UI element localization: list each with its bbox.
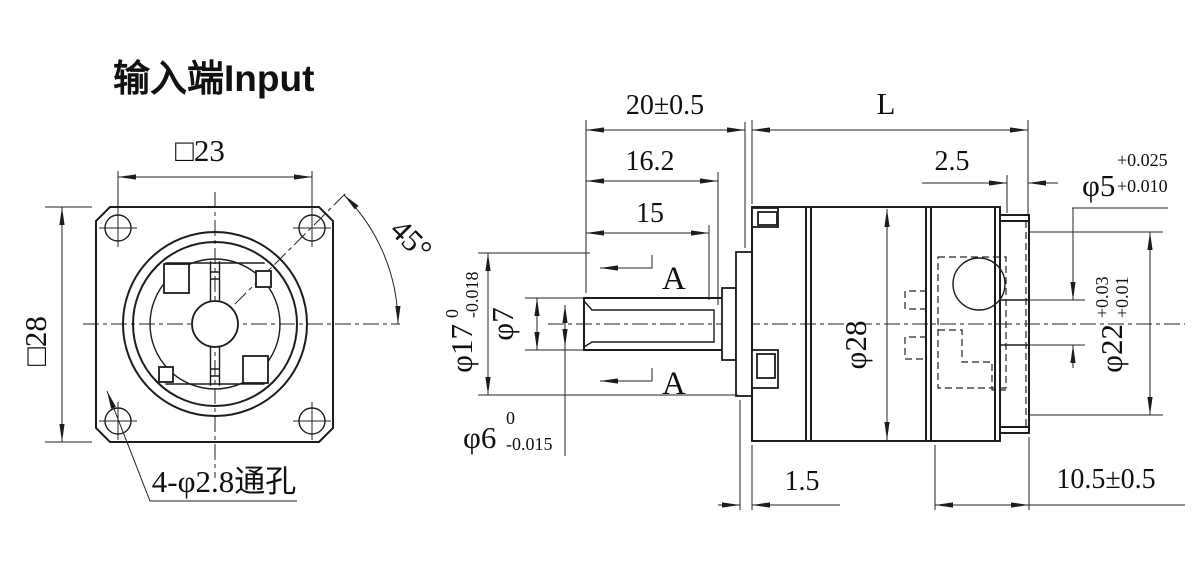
dim-text-square-side: □28	[18, 316, 53, 366]
dim-text-bolt-spacing: □23	[175, 133, 225, 168]
dim-tol-output-bore-lower: +0.010	[1117, 176, 1168, 196]
dim-bolt-spacing: □23	[117, 133, 313, 213]
coupling-key-upper	[163, 263, 190, 294]
dim-text-keyway-flat: 15	[636, 198, 664, 229]
dim-square-side: □28	[18, 206, 92, 443]
dim-tol-output-pilot-lower: +0.01	[1112, 276, 1132, 318]
dim-text-pilot-dia: φ17	[444, 324, 479, 373]
dim-text-pilot-thickness: 1.5	[785, 466, 820, 497]
dim-tol-shaft-flat-upper: 0	[506, 408, 515, 428]
input-coupling	[149, 258, 281, 390]
pilot-boss-circle	[122, 231, 308, 417]
dim-tol-shaft-flat-lower: -0.015	[506, 434, 553, 454]
dim-pilot-thickness: 1.5	[718, 400, 840, 510]
side-view: 20±0.5 L 16.2 15 2.5	[442, 86, 1185, 510]
dim-text-shaft-length: 20±0.5	[626, 90, 704, 121]
dim-text-shaft-dia: φ7	[485, 307, 520, 340]
gearbox-body	[751, 206, 1085, 442]
coupling-tab-left	[158, 366, 174, 383]
bolt-hole-bottom-right	[293, 402, 331, 440]
dim-text-body-length: L	[877, 86, 896, 121]
dim-keyway-total: 16.2	[586, 146, 719, 305]
dim-tol-pilot-lower: -0.018	[462, 272, 482, 319]
pilot-boss-edge	[735, 251, 753, 397]
shaft-bore	[191, 300, 239, 348]
coupling-tab-right	[255, 270, 272, 288]
dim-shaft-dia: φ7	[485, 297, 584, 351]
section-arrow-upper: A	[600, 255, 686, 297]
dim-tol-output-bore-upper: +0.025	[1117, 150, 1168, 170]
dim-cap-depth: 2.5	[922, 146, 1058, 213]
flange-outline	[95, 206, 334, 443]
input-shaft	[583, 251, 753, 397]
coupling-key-lower	[242, 355, 269, 384]
planet-gear-circle	[952, 257, 1006, 311]
dim-text-keyway-total: 16.2	[626, 146, 675, 177]
dim-text-output-pilot: φ22	[1094, 324, 1129, 373]
dim-body-length: L	[751, 86, 1029, 215]
dim-text-shaft-flat: φ6	[463, 420, 496, 455]
mounting-holes-note: 4-φ2.8通孔	[152, 464, 296, 499]
pilot-step-circle	[132, 241, 298, 407]
view-title: 输入端Input	[113, 58, 314, 99]
hidden-internal-profile	[904, 256, 1007, 391]
output-end-cap	[999, 214, 1030, 434]
section-label-lower: A	[662, 366, 686, 402]
dim-shaft-flat: φ6 0 -0.015	[463, 305, 568, 456]
section-arrow-lower: A	[600, 366, 686, 402]
bolt-hole-top-right	[293, 209, 331, 247]
dim-shaft-length: 20±0.5	[585, 90, 746, 293]
dim-output-bore: φ5 +0.025 +0.010	[1070, 150, 1168, 368]
dim-body-dia: φ28	[838, 209, 890, 440]
dim-rear-length: 10.5±0.5	[934, 437, 1185, 510]
dim-pilot-dia: φ17 0 -0.018	[442, 252, 738, 396]
dim-text-cap-depth: 2.5	[935, 146, 970, 177]
output-bore-lines	[999, 299, 1030, 346]
dim-tol-output-pilot-upper: +0.03	[1092, 276, 1112, 318]
dim-text-bolt-angle: 45°	[384, 212, 439, 267]
front-view: 输入端Input	[18, 58, 439, 502]
section-label-upper: A	[662, 261, 686, 297]
dim-keyway-flat: 15	[586, 198, 710, 300]
dim-bolt-angle: 45°	[343, 194, 439, 325]
output-bore-extensions	[1029, 299, 1085, 346]
dim-text-body-dia: φ28	[838, 321, 873, 370]
leader-mounting-holes: 4-φ2.8通孔	[106, 390, 297, 502]
dim-output-pilot: φ22 +0.03 +0.01	[1029, 231, 1163, 416]
dim-text-rear-length: 10.5±0.5	[1056, 464, 1155, 495]
body-pocket-top-inner	[757, 211, 778, 226]
bolt-hole-bottom-left	[99, 402, 137, 440]
bolt-hole-top-left	[99, 209, 137, 247]
dim-tol-pilot-upper: 0	[442, 309, 462, 318]
dim-text-output-bore: φ5	[1082, 168, 1115, 203]
body-pocket-bottom-inner	[756, 353, 776, 379]
shaft-collar	[721, 287, 737, 361]
shaft-keyway	[583, 300, 715, 348]
